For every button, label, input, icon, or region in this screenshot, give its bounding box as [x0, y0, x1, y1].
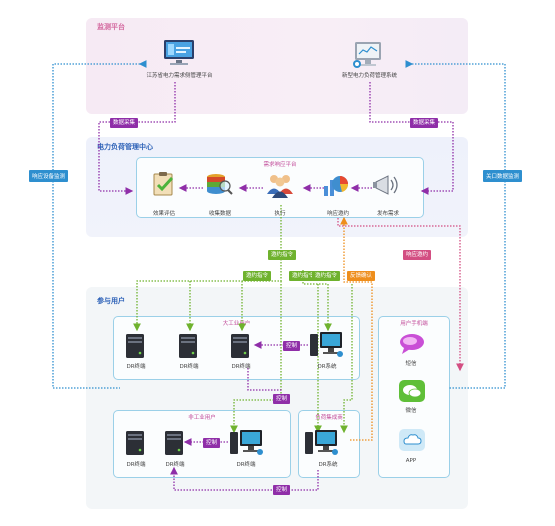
dr-terminal-server-icon: [163, 430, 185, 458]
load-aggregator-title: 负荷集成商: [315, 415, 343, 421]
mid-control-tag: 控制: [273, 394, 291, 404]
mobile-wechat-label: 微信: [405, 408, 417, 414]
dr-system-computer-icon: [310, 330, 344, 360]
monitor-dashboard-icon: [160, 38, 200, 70]
dispatch-command-tag-2: 邀约指令: [243, 271, 272, 281]
response-device-monitor-tag: 响应设备监测: [29, 170, 69, 182]
demand-response-platform-title: 需求响应平台: [263, 162, 297, 168]
megaphone-icon: [372, 172, 402, 200]
step-response-invitation: 响应邀约: [326, 211, 349, 217]
bottom-control-tag: 控制: [273, 485, 291, 495]
cloud-app-icon: [398, 428, 426, 454]
step-effect-evaluation: 效果评估: [152, 211, 175, 217]
pie-chart-icon: [322, 172, 350, 200]
large-dr-terminal-3-label: DR终端: [231, 364, 251, 370]
non-industrial-control-tag: 控制: [203, 438, 221, 448]
large-dr-terminal-1-label: DR终端: [126, 364, 146, 370]
step-publish-demand: 发布需求: [376, 211, 399, 217]
data-collect-left-tag: 数据采集: [110, 118, 139, 128]
dispatch-command-tag-3: 邀约指令: [289, 271, 318, 281]
dispatch-command-tag-1: 邀约指令: [268, 250, 297, 260]
user-mobile-title: 用户手机端: [400, 321, 428, 327]
non-industrial-dr-terminal-1-label: DR终端: [126, 462, 146, 468]
wechat-icon: [398, 379, 426, 405]
dr-terminal-server-icon: [229, 333, 251, 361]
dr-terminal-computer-icon: [230, 428, 264, 458]
step-execute: 执行: [274, 211, 286, 217]
dr-terminal-server-icon: [124, 333, 146, 361]
monitor-platform-panel: [86, 18, 468, 114]
large-industrial-users-title: 大工业用户: [222, 321, 251, 327]
sms-bubble-icon: [398, 332, 426, 358]
dr-terminal-server-icon: [177, 333, 199, 361]
mobile-sms-label: 短信: [405, 361, 417, 367]
load-center-title: 电力负荷管理中心: [97, 143, 153, 151]
dispatch-command-tag-4: 邀约指令: [312, 271, 341, 281]
large-dr-system-label: DR系统: [317, 364, 337, 370]
new-load-management-system-label: 新型电力负荷管理系统: [341, 73, 397, 79]
clipboard-check-icon: [150, 172, 178, 198]
dr-terminal-server-icon: [124, 430, 146, 458]
non-industrial-users-title: 非工业用户: [188, 415, 216, 421]
feedback-confirm-tag: 反馈确认: [347, 271, 376, 281]
gateway-data-monitor-tag: 关口数据监测: [483, 170, 523, 182]
large-control-tag: 控制: [283, 341, 301, 351]
data-collect-right-tag: 数据采集: [410, 118, 439, 128]
mobile-app-label: APP: [405, 458, 417, 464]
jiangsu-dsm-platform-label: 江苏省电力需求侧管理平台: [146, 73, 213, 79]
non-industrial-dr-terminal-2-label: DR终端: [165, 462, 185, 468]
aggregator-dr-system-label: DR系统: [318, 462, 338, 468]
large-dr-terminal-2-label: DR终端: [179, 364, 199, 370]
participating-users-title: 参与用户: [97, 297, 125, 305]
load-management-system-icon: [351, 40, 387, 72]
step-collect-data: 收集数据: [208, 211, 231, 217]
monitor-platform-title: 监测平台: [97, 23, 125, 31]
aggregator-dr-system-icon: [305, 428, 339, 458]
people-group-icon: [265, 172, 295, 200]
non-industrial-dr-terminal-3-label: DR终端: [236, 462, 256, 468]
response-invitation-tag: 响应邀约: [403, 250, 432, 260]
database-search-icon: [204, 172, 234, 198]
